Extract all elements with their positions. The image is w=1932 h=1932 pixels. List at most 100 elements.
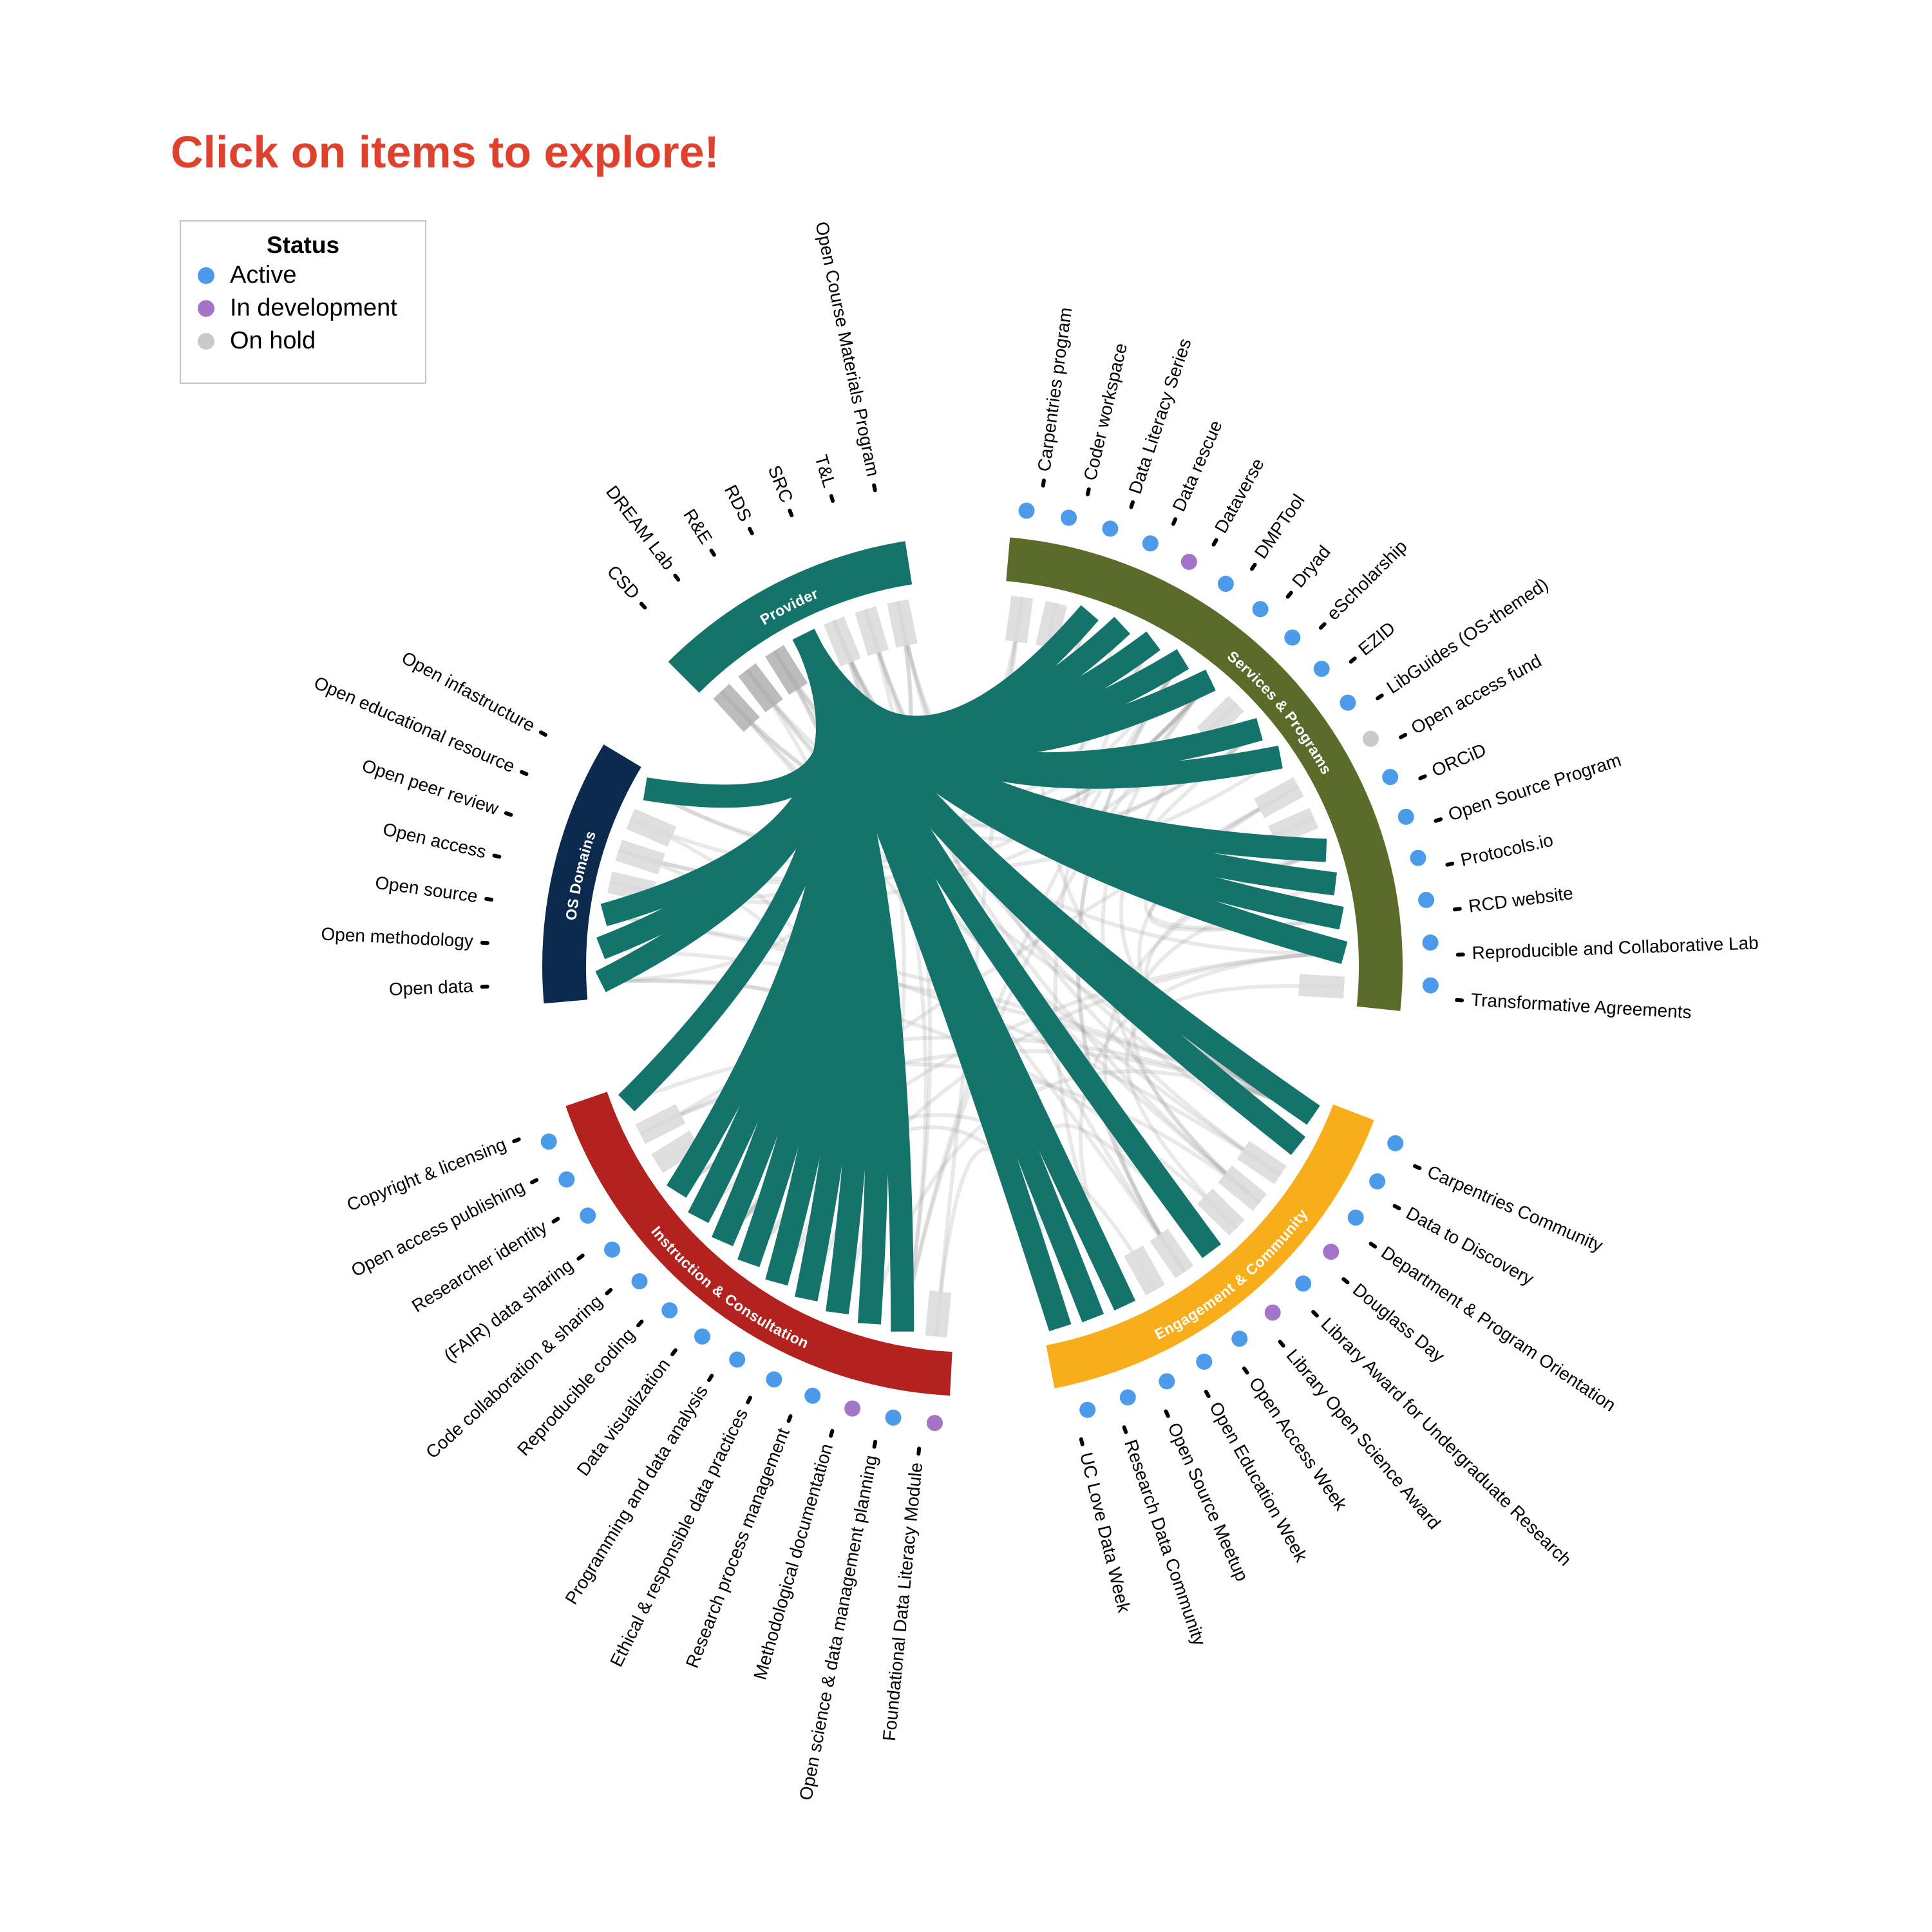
item-label-text[interactable]: Data rescue: [1169, 417, 1226, 515]
status-dot-active: [1284, 629, 1301, 646]
item-label-text[interactable]: eScholarship: [1323, 536, 1411, 624]
item-label-text[interactable]: RCD website: [1467, 883, 1574, 916]
item-ribbon[interactable]: [1254, 777, 1304, 819]
item-label[interactable]: RDS: [721, 482, 762, 537]
item-label[interactable]: SRC: [764, 462, 802, 518]
item-ribbon[interactable]: [824, 616, 861, 667]
item-ribbon[interactable]: [626, 808, 677, 847]
item-label-text[interactable]: T&L: [811, 453, 839, 490]
item-label-text[interactable]: Reproducible coding: [513, 1325, 639, 1460]
item-label-text[interactable]: Open data: [388, 976, 473, 999]
item-label-text[interactable]: DREAM Lab: [602, 482, 679, 574]
item-label[interactable]: RCD website: [1452, 883, 1575, 918]
tick-mark: [639, 601, 647, 610]
item-label-text[interactable]: Dataverse: [1211, 455, 1268, 536]
status-dot-active: [1196, 1353, 1213, 1370]
item-label[interactable]: DMPTool: [1242, 491, 1309, 574]
item-label[interactable]: Protocols.io: [1445, 829, 1555, 873]
item-label-text[interactable]: ORCiD: [1429, 739, 1490, 781]
item-label[interactable]: CSD: [603, 562, 654, 614]
item-ribbon[interactable]: [1005, 595, 1034, 643]
item-label-text[interactable]: Open Course Materials Program: [811, 220, 883, 478]
item-ribbon[interactable]: [1197, 1188, 1245, 1236]
item-label[interactable]: Dataverse: [1204, 455, 1268, 549]
item-ribbon[interactable]: [1298, 974, 1345, 999]
item-label[interactable]: Open Course Materials Program: [811, 220, 886, 493]
item-label[interactable]: (FAIR) data sharing: [440, 1247, 587, 1366]
item-label-text[interactable]: Transformative Agreements: [1470, 990, 1692, 1023]
item-label-text[interactable]: Open peer review: [359, 755, 501, 819]
group-arc-engagement-community[interactable]: [1046, 1104, 1374, 1388]
item-ribbon[interactable]: [713, 683, 760, 732]
tick-mark: [520, 770, 529, 776]
item-ribbon[interactable]: [1123, 1245, 1166, 1296]
item-label-text[interactable]: LibGuides (OS-themed): [1383, 574, 1551, 698]
item-label-text[interactable]: Open methodology: [321, 923, 474, 951]
highlighted-chord[interactable]: [643, 629, 842, 808]
item-ribbon[interactable]: [615, 839, 665, 875]
item-label[interactable]: Reproducible and Collaborative Lab: [1455, 933, 1759, 963]
status-dot-active: [1079, 1401, 1096, 1418]
item-label-text[interactable]: Open educational resource: [311, 672, 518, 776]
item-label[interactable]: Open source: [374, 873, 494, 909]
item-ribbon[interactable]: [855, 606, 889, 656]
status-dot-active: [729, 1351, 746, 1368]
item-ribbon[interactable]: [651, 1130, 701, 1173]
item-ribbon[interactable]: [1035, 601, 1067, 650]
item-label[interactable]: ORCiD: [1416, 739, 1489, 786]
item-label[interactable]: UC Love Data Week: [1073, 1437, 1135, 1615]
item-label-text[interactable]: Foundational Data Literacy Module: [879, 1462, 926, 1742]
item-label[interactable]: Open access: [381, 819, 502, 866]
item-label[interactable]: Reproducible coding: [513, 1314, 648, 1459]
tick-mark: [1085, 487, 1091, 497]
item-ribbon[interactable]: [1150, 1228, 1194, 1278]
selected-item-ribbon[interactable]: [792, 629, 832, 675]
item-ribbon[interactable]: [1218, 1165, 1267, 1211]
item-label-text[interactable]: Coder workspace: [1080, 341, 1131, 482]
item-label-text[interactable]: Carpentries program: [1034, 306, 1075, 473]
group-arc-provider[interactable]: [668, 541, 913, 693]
item-label[interactable]: T&L: [811, 453, 844, 504]
status-dot-active: [1119, 1389, 1136, 1406]
item-label-text[interactable]: SRC: [764, 462, 797, 505]
background-chord: [719, 690, 1261, 841]
group-arc-services-programs[interactable]: [1006, 537, 1403, 1011]
item-label-text[interactable]: Protocols.io: [1459, 829, 1555, 869]
item-label[interactable]: Open methodology: [321, 923, 489, 951]
item-label-text[interactable]: UC Love Data Week: [1076, 1450, 1134, 1615]
item-label-text[interactable]: RDS: [721, 482, 755, 525]
item-label-text[interactable]: Dryad: [1288, 542, 1334, 591]
item-label[interactable]: Open data: [388, 975, 489, 999]
item-label[interactable]: Transformative Agreements: [1455, 989, 1692, 1023]
item-label[interactable]: Coder workspace: [1077, 341, 1131, 497]
item-ribbon[interactable]: [887, 599, 918, 648]
item-ribbon[interactable]: [925, 1290, 952, 1338]
tick-mark: [1171, 517, 1178, 526]
item-label-text[interactable]: Open access: [381, 819, 488, 862]
item-label-text[interactable]: R&E: [679, 506, 716, 547]
item-label-text[interactable]: DMPTool: [1251, 491, 1309, 562]
item-ribbon[interactable]: [1236, 1141, 1287, 1184]
item-label[interactable]: Open educational resource: [311, 672, 531, 782]
item-label-text[interactable]: EZID: [1354, 618, 1399, 659]
group-arc-instruction-consultation[interactable]: [565, 1092, 952, 1396]
item-label-text[interactable]: CSD: [603, 562, 644, 603]
item-label[interactable]: Carpentries program: [1032, 306, 1075, 488]
item-label[interactable]: Dryad: [1279, 542, 1334, 602]
tick-mark: [1164, 1409, 1170, 1418]
item-label[interactable]: LibGuides (OS-themed): [1371, 574, 1552, 706]
tick-mark: [1399, 733, 1408, 739]
item-ribbon[interactable]: [635, 1104, 686, 1144]
item-ribbon[interactable]: [738, 663, 783, 713]
tick-mark: [1122, 1425, 1128, 1434]
item-ribbon[interactable]: [1197, 696, 1244, 743]
item-label[interactable]: EZID: [1343, 618, 1399, 668]
item-ribbon[interactable]: [765, 645, 808, 695]
item-label-text[interactable]: Open source: [374, 873, 479, 907]
item-label[interactable]: Data rescue: [1163, 417, 1226, 527]
item-ribbon[interactable]: [1268, 808, 1319, 846]
group-arc-os-domains[interactable]: [542, 744, 641, 1004]
item-label[interactable]: R&E: [679, 506, 724, 560]
item-label-text[interactable]: Reproducible and Collaborative Lab: [1472, 933, 1759, 963]
item-label[interactable]: Foundational Data Literacy Module: [879, 1446, 927, 1742]
